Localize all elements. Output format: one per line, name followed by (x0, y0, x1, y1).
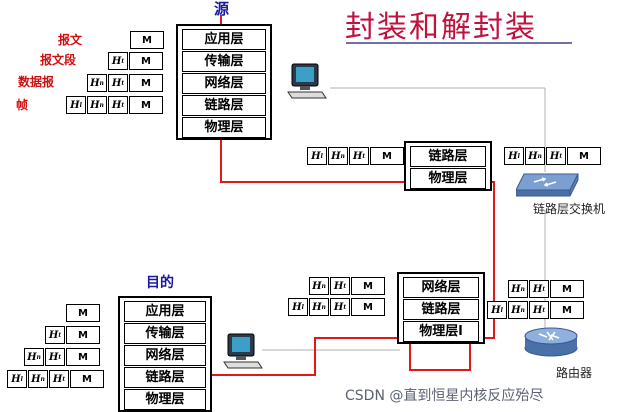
message-box: M (550, 301, 584, 319)
message-box: M (66, 304, 100, 322)
source-network-layer: 网络层 (182, 73, 266, 94)
message-box: M (129, 52, 163, 70)
message-box: M (70, 370, 104, 388)
router-link-layer: 链路层 (403, 299, 479, 320)
src-message-pdu: M (130, 31, 165, 49)
source-label: 源 (214, 0, 230, 18)
destination-label: 目的 (146, 275, 174, 291)
message-box: M (351, 277, 385, 295)
switch-physical-layer: 物理层 (410, 168, 486, 189)
dst-message-pdu: M (66, 304, 101, 322)
source-transport-layer: 传输层 (182, 51, 266, 72)
message-box: M (130, 31, 164, 49)
title-underline (346, 42, 572, 44)
destination-protocol-stack: 应用层 传输层 网络层 链路层 物理层 (118, 296, 212, 412)
dest-application-layer: 应用层 (124, 301, 206, 322)
destination-computer-icon (222, 332, 264, 376)
router-caption: 路由器 (556, 366, 593, 380)
message-box: M (370, 147, 404, 165)
pdu-label-message: 报文 (58, 33, 83, 47)
pdu-label-frame: 帧 (16, 98, 29, 112)
watermark: CSDN @直到恒星内核反应殆尽 (345, 388, 544, 404)
dest-physical-layer: 物理层 (124, 389, 206, 410)
pdu-label-datagram: 数据报 (18, 75, 55, 89)
switch-icon (515, 170, 580, 204)
message-box: M (129, 74, 163, 92)
switch-protocol-stack: 链路层 物理层 (404, 141, 492, 191)
dest-network-layer: 网络层 (124, 345, 206, 366)
message-box: M (550, 280, 584, 298)
dest-link-layer: 链路层 (124, 367, 206, 388)
message-box: M (66, 348, 100, 366)
pdu-label-segment: 报文段 (40, 53, 77, 67)
diagram-title: 封装和解封装 (345, 10, 537, 45)
source-link-layer: 链路层 (182, 95, 266, 116)
message-box: M (351, 298, 385, 316)
source-application-layer: 应用层 (182, 29, 266, 50)
message-box: M (129, 96, 163, 114)
source-computer-icon (286, 62, 328, 106)
router-physical-layer: 物理层l (403, 321, 479, 342)
router-icon (523, 324, 579, 362)
router-network-layer: 网络层 (403, 277, 479, 298)
switch-caption: 链路层交换机 (533, 202, 606, 216)
message-box: M (567, 147, 601, 165)
switch-link-layer: 链路层 (410, 146, 486, 167)
source-protocol-stack: 应用层 传输层 网络层 链路层 物理层 (176, 24, 272, 140)
dest-transport-layer: 传输层 (124, 323, 206, 344)
message-box: M (66, 326, 100, 344)
source-physical-layer: 物理层 (182, 117, 266, 138)
router-protocol-stack: 网络层 链路层 物理层l (397, 272, 485, 344)
